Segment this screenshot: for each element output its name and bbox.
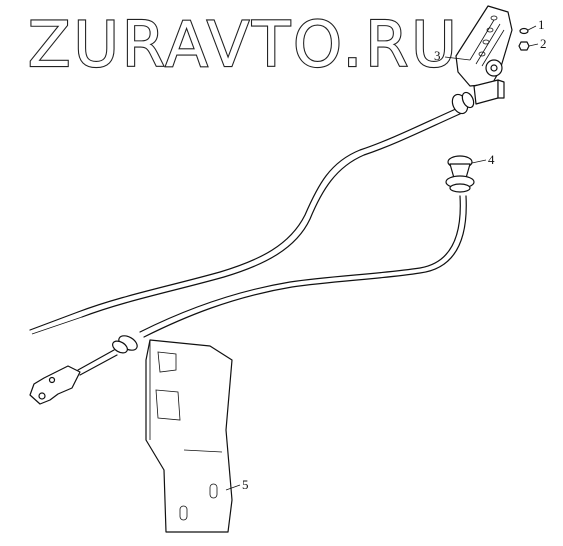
- watermark-text: ZURAVTO.RU: [28, 8, 460, 81]
- pedal-cable: [29, 91, 475, 335]
- washer: [519, 27, 529, 35]
- mounting-bracket: [145, 339, 233, 533]
- callout-1: 1: [538, 17, 545, 32]
- hand-throttle-cable: [77, 195, 467, 376]
- pull-knob: [445, 155, 475, 193]
- nut: [518, 41, 530, 51]
- callout-3: 3: [434, 48, 441, 63]
- callout-4: 4: [488, 152, 495, 167]
- callout-5: 5: [242, 477, 249, 492]
- callout-2: 2: [540, 36, 547, 51]
- pedal-assembly: [455, 5, 513, 105]
- leader-lines: [225, 25, 539, 491]
- clevis-end: [29, 365, 81, 405]
